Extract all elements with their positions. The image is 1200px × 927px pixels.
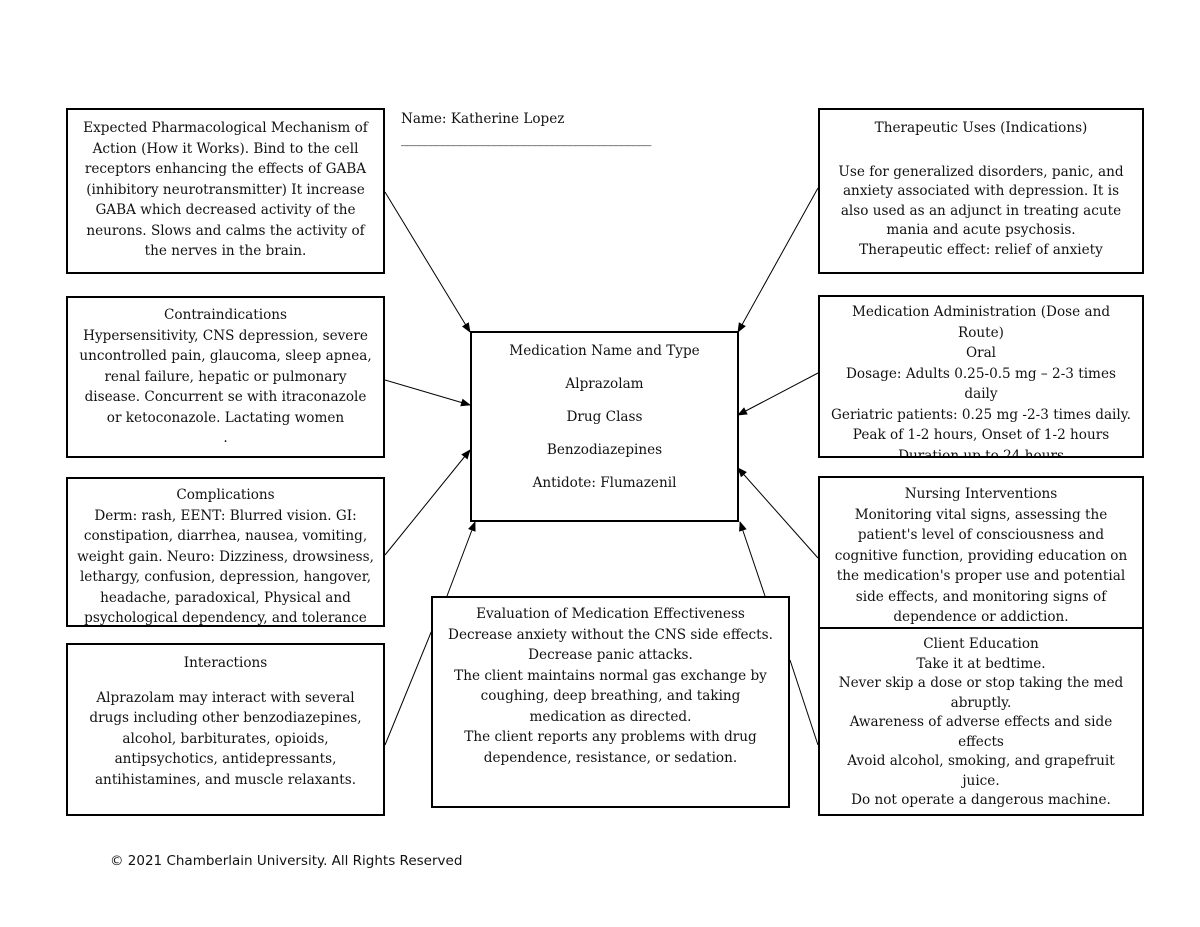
nursing-interventions-box: Nursing Interventions Monitoring vital s… xyxy=(818,476,1144,629)
interactions-box: Interactions Alprazolam may interact wit… xyxy=(66,643,385,816)
mechanism-text: Expected Pharmacological Mechanism of Ac… xyxy=(83,120,368,259)
complications-text: Derm: rash, EENT: Blurred vision. GI: co… xyxy=(77,507,374,626)
education-line-4: Avoid alcohol, smoking, and grapefruit j… xyxy=(847,753,1115,789)
copyright-footer: © 2021 Chamberlain University. All Right… xyxy=(110,853,463,869)
arrow-contraindications xyxy=(384,379,471,407)
arrow-mechanism xyxy=(384,191,471,333)
education-line-1: Take it at bedtime. xyxy=(916,655,1046,672)
drug-class-heading: Drug Class xyxy=(566,409,643,425)
education-title: Client Education xyxy=(923,636,1039,652)
name-underline: ________________________________________… xyxy=(401,131,651,147)
arrow-evaluation-left xyxy=(446,521,476,597)
evaluation-line-2: Decrease panic attacks. xyxy=(528,647,693,663)
education-line-3: Awareness of adverse effects and side ef… xyxy=(849,714,1113,750)
arrow-therapeutic xyxy=(737,187,819,333)
medication-center-box: Medication Name and Type Alprazolam Drug… xyxy=(470,331,739,522)
mechanism-box: Expected Pharmacological Mechanism of Ac… xyxy=(66,108,385,274)
client-education-box: Client Education Take it at bedtime. Nev… xyxy=(818,627,1144,816)
evaluation-title: Evaluation of Medication Effectiveness xyxy=(476,606,745,622)
administration-title: Medication Administration (Dose and Rout… xyxy=(851,304,1111,341)
therapeutic-uses-box: Therapeutic Uses (Indications) Use for g… xyxy=(818,108,1144,274)
therapeutic-effect: Therapeutic effect: relief of anxiety xyxy=(859,241,1103,258)
arrow-education xyxy=(789,659,819,746)
administration-dosage: Dosage: Adults 0.25-0.5 mg – 2-3 times d… xyxy=(846,365,1116,403)
contraindications-box: Contraindications Hypersensitivity, CNS … xyxy=(66,296,385,458)
medication-heading: Medication Name and Type xyxy=(509,343,700,359)
evaluation-line-3: The client maintains normal gas exchange… xyxy=(454,667,767,725)
nursing-text: Monitoring vital signs, assessing the pa… xyxy=(834,506,1128,626)
evaluation-line-1: Decrease anxiety without the CNS side ef… xyxy=(448,626,773,643)
administration-peak: Peak of 1-2 hours, Onset of 1-2 hours xyxy=(852,427,1110,443)
contraindications-trailing: . xyxy=(223,430,228,446)
antidote: Antidote: Flumazenil xyxy=(532,475,677,491)
contraindications-text: Hypersensitivity, CNS depression, severe… xyxy=(79,327,372,426)
complications-box: Complications Derm: rash, EENT: Blurred … xyxy=(66,477,385,627)
arrow-nursing xyxy=(737,467,819,559)
administration-duration: Duration up to 24 hours xyxy=(898,447,1064,458)
therapeutic-text: Use for generalized disorders, panic, an… xyxy=(838,163,1124,239)
evaluation-line-4: The client reports any problems with dru… xyxy=(464,729,757,766)
arrow-administration xyxy=(737,372,819,416)
interactions-text: Alprazolam may interact with several dru… xyxy=(89,689,362,788)
contraindications-title: Contraindications xyxy=(163,307,287,323)
administration-geriatric: Geriatric patients: 0.25 mg -2-3 times d… xyxy=(831,406,1131,423)
arrow-interactions xyxy=(384,629,433,746)
administration-box: Medication Administration (Dose and Rout… xyxy=(818,295,1144,458)
education-line-2: Never skip a dose or stop taking the med… xyxy=(838,675,1124,711)
arrow-evaluation-right xyxy=(739,521,766,597)
evaluation-box: Evaluation of Medication Effectiveness D… xyxy=(431,596,790,808)
arrow-complications xyxy=(384,449,471,556)
therapeutic-title: Therapeutic Uses (Indications) xyxy=(874,120,1088,136)
nursing-title: Nursing Interventions xyxy=(904,486,1058,502)
education-line-5: Do not operate a dangerous machine. xyxy=(851,792,1111,808)
drug-class: Benzodiazepines xyxy=(546,442,663,458)
interactions-title: Interactions xyxy=(183,655,268,671)
drug-name: Alprazolam xyxy=(565,376,644,392)
administration-route: Oral xyxy=(965,345,997,361)
complications-title: Complications xyxy=(176,487,275,503)
student-name: Name: Katherine Lopez xyxy=(401,111,565,127)
